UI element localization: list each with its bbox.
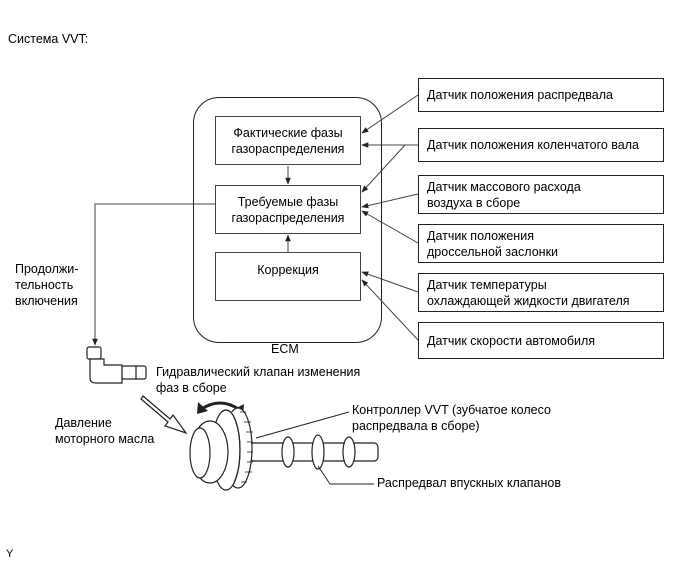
ocv-drawing — [86, 346, 147, 384]
leader-camshaft — [317, 465, 374, 485]
arrow-camshaft-to-actual — [361, 94, 419, 134]
arrow-speed-to-correction — [361, 279, 419, 341]
sensor-vehicle-speed: Датчик скорости автомобиля — [418, 322, 664, 359]
target-timing-box: Требуемые фазы газораспределения — [215, 185, 361, 234]
oil-pressure-arrow — [140, 395, 188, 435]
correction-box: Коррекция — [215, 252, 361, 301]
ecm-label: ECM — [271, 342, 299, 356]
leader-vvt-controller — [255, 411, 350, 439]
sensor-mass-air-flow: Датчик массового расхода воздуха в сборе — [418, 175, 664, 214]
arrow-throttle-to-target — [361, 210, 419, 244]
actual-timing-box: Фактические фазы газораспределения — [215, 116, 361, 165]
sensor-camshaft-position: Датчик положения распредвала — [418, 78, 664, 112]
diagram-title: Система VVT: — [8, 32, 89, 46]
duty-signal-line — [94, 203, 215, 338]
arrow-coolant-to-correction — [361, 271, 419, 293]
arrow-maf-to-target — [361, 193, 419, 209]
gear-teeth — [240, 411, 253, 483]
duty-ratio-label: Продолжи- тельность включения — [15, 262, 79, 308]
sensor-coolant-temperature: Датчик температуры охлаждающей жидкости … — [418, 273, 664, 312]
vvt-controller-drawing — [189, 407, 379, 491]
ocv-label: Гидравлический клапан изменения фаз в сб… — [156, 365, 361, 395]
vvt-controller-label: Контроллер VVT (зубчатое колесо распредв… — [352, 403, 551, 433]
sensor-throttle-position: Датчик положения дроссельной заслонки — [418, 224, 664, 263]
sensor-crankshaft-position: Датчик положения коленчатого вала — [418, 128, 664, 162]
arrow-crank-to-target — [361, 144, 406, 193]
intake-camshaft-label: Распредвал впускных клапанов — [377, 476, 561, 490]
oil-pressure-label: Давление моторного масла — [55, 416, 155, 446]
footer-mark: Y — [6, 548, 14, 560]
ecm-block — [193, 97, 382, 343]
